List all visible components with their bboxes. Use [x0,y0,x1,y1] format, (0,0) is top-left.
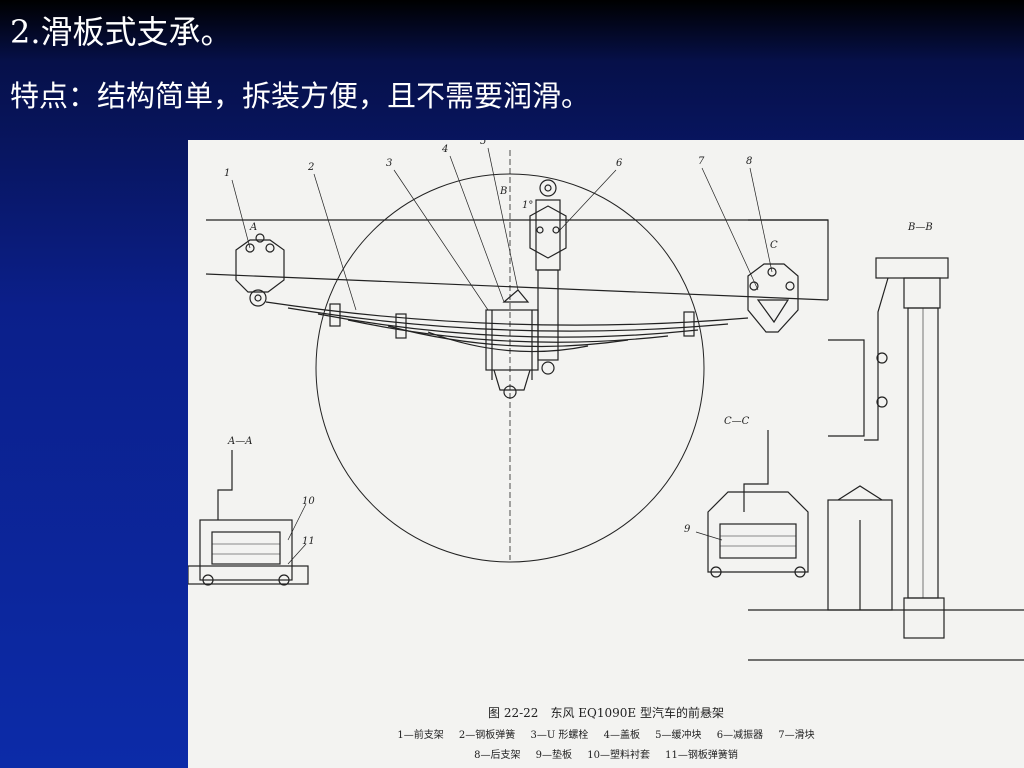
suspension-figure: 1 2 3 4 5 6 7 8 9 10 11 A—A B—B C—C A B … [188,140,1024,768]
part-label-1: 1 [224,168,231,179]
suspension-drawing [188,147,1024,661]
legend-line-1: 1—前支架 2—钢板弹簧 3—U 形螺栓 4—盖板 5—缓冲块 6—减振器 7—… [188,726,1024,741]
legend-item: 4—盖板 [603,730,640,741]
spring-clip-left [329,303,341,327]
frame-line-bottom [205,273,829,301]
part-label-7: 7 [698,156,705,167]
leaf-spring [265,301,749,353]
legend-item: 9—垫板 [535,750,573,761]
legend-line-2: 8—后支架 9—垫板 10—塑料衬套 11—钢板弹簧销 [188,746,1024,761]
part-label-4: 4 [442,144,449,155]
legend-item: 3—U 形螺栓 [530,730,589,741]
slide-title: 2.滑板式支承。 [10,13,233,51]
legend-item: 10—塑料衬套 [587,750,650,761]
frame-end [748,219,829,300]
part-label-11: 11 [302,536,315,547]
slide-subtitle: 特点：结构简单，拆装方便，且不需要润滑。 [10,79,591,113]
part-label-6: 6 [616,158,623,169]
legend-item: 11—钢板弹簧销 [665,750,738,761]
part-label-9: 9 [684,524,691,535]
section-label-bb: B—B [908,222,933,233]
section-marker-b: B [500,186,508,197]
part-label-3: 3 [386,158,393,169]
section-marker-c: C [770,240,778,251]
part-label-8: 8 [746,156,753,167]
front-bracket [235,233,285,307]
section-marker-a: A [250,222,258,233]
part-label-5: 5 [480,140,487,147]
shock-detail-bb [748,257,1024,661]
legend-item: 8—后支架 [474,750,521,761]
legend-item: 5—缓冲块 [655,730,702,741]
leader-lines [231,147,773,565]
slider-detail-cc [707,430,893,611]
legend-item: 1—前支架 [397,730,444,741]
part-label-10: 10 [302,496,315,507]
legend-item: 2—钢板弹簧 [458,730,516,741]
angle-marker: 1° [522,200,534,211]
shock-absorber [529,179,567,375]
part-label-2: 2 [308,162,315,173]
legend-item: 6—减振器 [716,730,764,741]
section-label-cc: C—C [724,416,750,427]
spring-clip-mid [395,313,407,339]
spring-clip-right [683,311,695,337]
section-label-aa: A—A [228,436,253,447]
spring-pin-detail-aa [188,450,309,586]
legend-item: 7—滑块 [778,730,815,741]
figure-caption: 图 22-22 东风 EQ1090E 型汽车的前悬架 [488,706,724,720]
